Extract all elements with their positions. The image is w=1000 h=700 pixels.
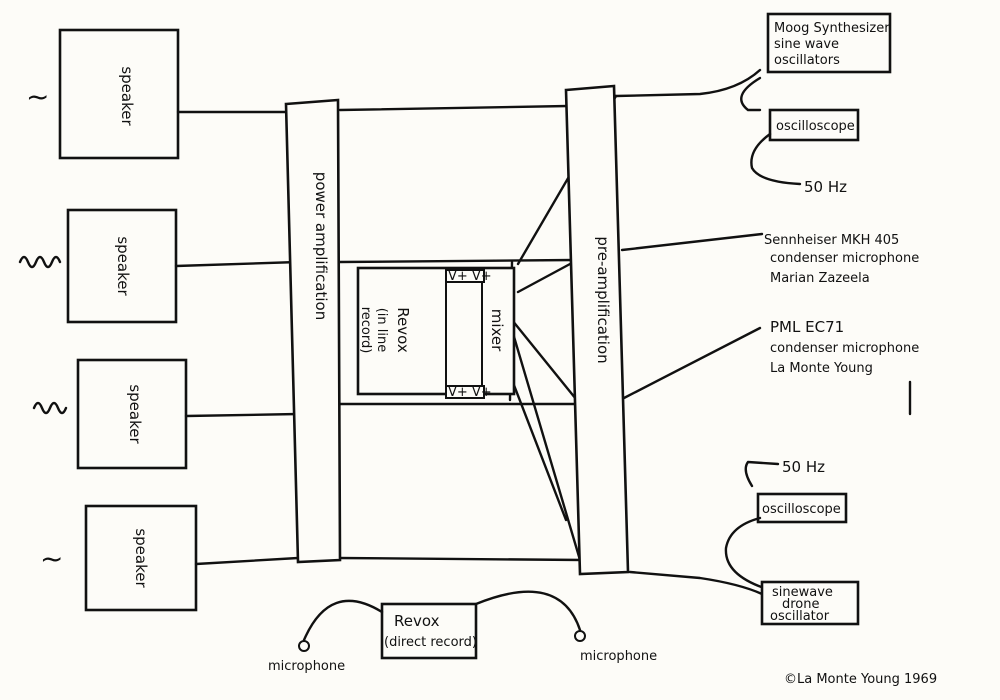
- speaker-2-label: speaker: [114, 236, 132, 296]
- wire-revox-to-left-mic: [302, 599, 384, 642]
- mixer-label: mixer: [488, 309, 506, 352]
- power-amplification-label: power amplification: [312, 172, 330, 320]
- line-speaker4-to-power: [194, 556, 300, 566]
- line-pre-to-sinewave: [628, 570, 764, 596]
- moog-line-2: sine wave: [774, 37, 839, 52]
- microphone-right-label: microphone: [580, 649, 657, 664]
- wire-moog-to-oscilloscope: [740, 76, 762, 112]
- sennheiser-line-2: condenser microphone: [770, 251, 919, 266]
- speaker-2-input-wave: [18, 255, 62, 269]
- line-power-to-pre-2: [338, 258, 576, 264]
- wire-oscilloscope-to-50hz: [750, 132, 802, 186]
- lines-pre-to-mixer: [510, 94, 618, 562]
- power-amplification-bar: [284, 98, 342, 564]
- pre-amplification: pre-amplification: [564, 84, 630, 576]
- microphone-left-icon: [298, 640, 310, 652]
- sinewave-drone-oscillator: sinewave drone oscillator: [760, 580, 860, 626]
- oscilloscope-top-box: [768, 108, 860, 142]
- oscilloscope-bottom: 50 Hz oscilloscope: [724, 458, 848, 590]
- speaker-3: speaker: [32, 358, 188, 470]
- moog-line-1: Moog Synthesizer: [774, 21, 890, 36]
- wire-revox-to-right-mic: [474, 590, 582, 632]
- line-power-to-pre-1: [338, 104, 570, 112]
- speaker-2: speaker: [18, 208, 178, 324]
- revox-in-line-box: [356, 266, 516, 396]
- speaker-4-label: speaker: [132, 528, 150, 588]
- copyright: ©La Monte Young 1969: [784, 672, 937, 687]
- speaker-1: speaker ~: [26, 28, 180, 160]
- sinewave-box: [760, 580, 860, 626]
- sinewave-line-1: sinewave: [772, 585, 833, 600]
- pml-line-3: La Monte Young: [770, 361, 873, 376]
- freq-top-label: 50 Hz: [804, 178, 847, 196]
- line-pre-to-moog: [614, 68, 762, 98]
- pre-amplification-label: pre-amplification: [594, 236, 612, 363]
- line-speaker3-to-power: [184, 412, 300, 418]
- sinewave-line-3: oscillator: [770, 609, 830, 624]
- line-pre-to-pml: [622, 326, 762, 400]
- pml-microphone: PML EC71 condenser microphone La Monte Y…: [770, 318, 919, 416]
- oscilloscope-top-label: oscilloscope: [776, 119, 855, 134]
- speaker-3-box: [76, 358, 188, 470]
- line-speaker2-to-power: [174, 260, 300, 268]
- revox-direct-box: [380, 602, 478, 660]
- microphone-right-icon: [574, 630, 586, 642]
- speaker-3-input-wave: [32, 401, 68, 415]
- wire-50hz-to-oscilloscope: [744, 460, 780, 488]
- revox-record: record): [358, 307, 373, 354]
- vu-meter-bottom-box: [445, 385, 485, 399]
- moog-line-3: oscillators: [774, 53, 840, 68]
- revox-direct-title: Revox: [394, 612, 440, 630]
- microphone-left-label: microphone: [268, 659, 345, 674]
- power-amplification: power amplification: [284, 98, 342, 564]
- revox-direct-subtitle: (direct record): [384, 635, 477, 650]
- sinewave-line-2: drone: [782, 597, 820, 612]
- freq-bottom-label: 50 Hz: [782, 458, 825, 476]
- speaker-4-box: [84, 504, 198, 612]
- sennheiser-line-3: Marian Zazeela: [770, 271, 870, 286]
- speaker-1-box: [58, 28, 180, 160]
- speaker-4-input-symbol: ~: [40, 542, 63, 575]
- revox-direct-record: Revox (direct record) microphone microph…: [268, 590, 657, 674]
- speaker-3-label: speaker: [126, 384, 144, 444]
- oscilloscope-bottom-box: [756, 492, 848, 524]
- revox-in-line: (in line: [374, 308, 389, 353]
- revox-title: Revox: [394, 307, 412, 353]
- vu-meter-bottom: V+ V+: [448, 385, 492, 400]
- moog-box: [766, 12, 892, 74]
- oscilloscope-bottom-label: oscilloscope: [762, 502, 841, 517]
- wire-oscilloscope-to-sinewave: [724, 516, 766, 590]
- line-pre-to-sennheiser: [620, 232, 764, 252]
- line-power-to-pre-4: [336, 556, 586, 562]
- tape-path-box: [445, 271, 483, 397]
- speaker-4: speaker ~: [40, 504, 198, 612]
- signal-lines: [174, 68, 764, 596]
- pml-line-2: condenser microphone: [770, 341, 919, 356]
- sennheiser-microphone: Sennheiser MKH 405 condenser microphone …: [764, 233, 919, 286]
- revox-mixer-unit: V+ V+ V+ V+ Revox (in line record) mixer: [356, 266, 516, 400]
- vu-meter-top: V+ V+: [448, 269, 492, 284]
- pml-line-1: PML EC71: [770, 318, 844, 336]
- vu-meter-top-box: [445, 269, 485, 283]
- sennheiser-line-1: Sennheiser MKH 405: [764, 233, 899, 248]
- oscilloscope-top: oscilloscope 50 Hz: [740, 76, 860, 196]
- speaker-1-input-symbol: ~: [26, 80, 49, 113]
- pre-amplification-bar: [564, 84, 630, 576]
- speaker-2-box: [66, 208, 178, 324]
- moog-synthesizer: Moog Synthesizer sine wave oscillators: [766, 12, 892, 74]
- speaker-1-label: speaker: [118, 66, 136, 126]
